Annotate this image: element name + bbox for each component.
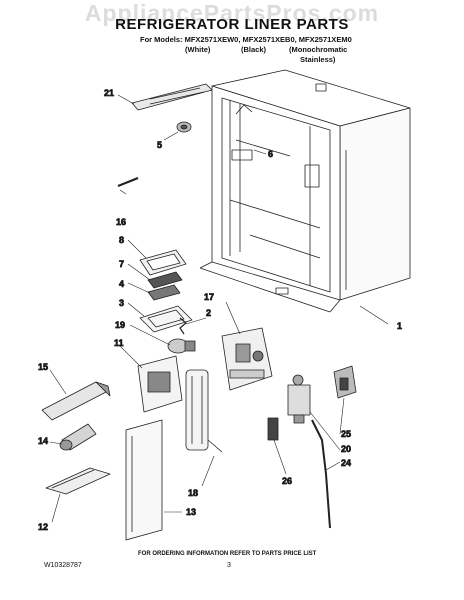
document-number: W10328787 xyxy=(44,562,82,569)
part-20-valve xyxy=(287,374,311,424)
callout-20: 20 xyxy=(341,444,351,454)
callout-5: 5 xyxy=(157,140,162,150)
part-15-filter-head xyxy=(41,381,111,421)
part-5-fitting xyxy=(176,121,192,133)
callout-21: 21 xyxy=(104,88,114,98)
part-17-housing xyxy=(221,327,273,391)
callout-26: 26 xyxy=(282,476,292,486)
callout-3: 3 xyxy=(119,298,124,308)
callout-12: 12 xyxy=(38,522,48,532)
part-8-frame xyxy=(139,249,187,276)
callout-13: 13 xyxy=(186,507,196,517)
part-7-filter xyxy=(147,271,183,289)
callout-16: 16 xyxy=(116,217,126,227)
part-25-bracket xyxy=(333,365,357,399)
callout-18: 18 xyxy=(188,488,198,498)
callout-1: 1 xyxy=(397,321,402,331)
part-11-bracket xyxy=(137,355,183,413)
callout-17: 17 xyxy=(204,292,214,302)
callout-25: 25 xyxy=(341,429,351,439)
variant-white: (White) xyxy=(185,45,211,54)
watermark: AppliancePartsPros.com xyxy=(84,0,380,26)
callout-2: 2 xyxy=(206,308,211,318)
callout-14: 14 xyxy=(38,436,48,446)
ordering-info: FOR ORDERING INFORMATION REFER TO PARTS … xyxy=(138,551,317,557)
variant-black: (Black) xyxy=(241,45,267,54)
part-12-tray xyxy=(45,467,111,495)
callout-24: 24 xyxy=(341,458,351,468)
variant-monochromatic: (Monochromatic xyxy=(289,45,348,54)
part-18-heater xyxy=(185,369,223,453)
callout-11: 11 xyxy=(114,338,124,348)
callout-8: 8 xyxy=(119,235,124,245)
callout-6: 6 xyxy=(268,149,273,159)
part-2-clip xyxy=(179,317,187,335)
variant-stainless: Stainless) xyxy=(300,55,336,64)
part-19-connector xyxy=(167,338,196,354)
part-13-panel xyxy=(125,419,163,541)
part-16-pin xyxy=(117,176,139,188)
callout-4: 4 xyxy=(119,279,124,289)
part-24-tube xyxy=(311,419,331,529)
part-14-cartridge xyxy=(59,423,97,451)
liner-box xyxy=(199,69,411,313)
page-number: 3 xyxy=(227,562,231,569)
part-4-filter xyxy=(147,284,181,301)
page-title: REFRIGERATOR LINER PARTS xyxy=(115,16,349,33)
model-list: For Models: MFX2571XEW0, MFX2571XEB0, MF… xyxy=(140,35,352,44)
part-21-grille xyxy=(131,83,213,111)
part-26-connector xyxy=(267,417,279,441)
callout-19: 19 xyxy=(115,320,125,330)
callout-15: 15 xyxy=(38,362,48,372)
callout-7: 7 xyxy=(119,259,124,269)
part-3-cover xyxy=(139,305,193,333)
leader-lines xyxy=(49,94,389,523)
